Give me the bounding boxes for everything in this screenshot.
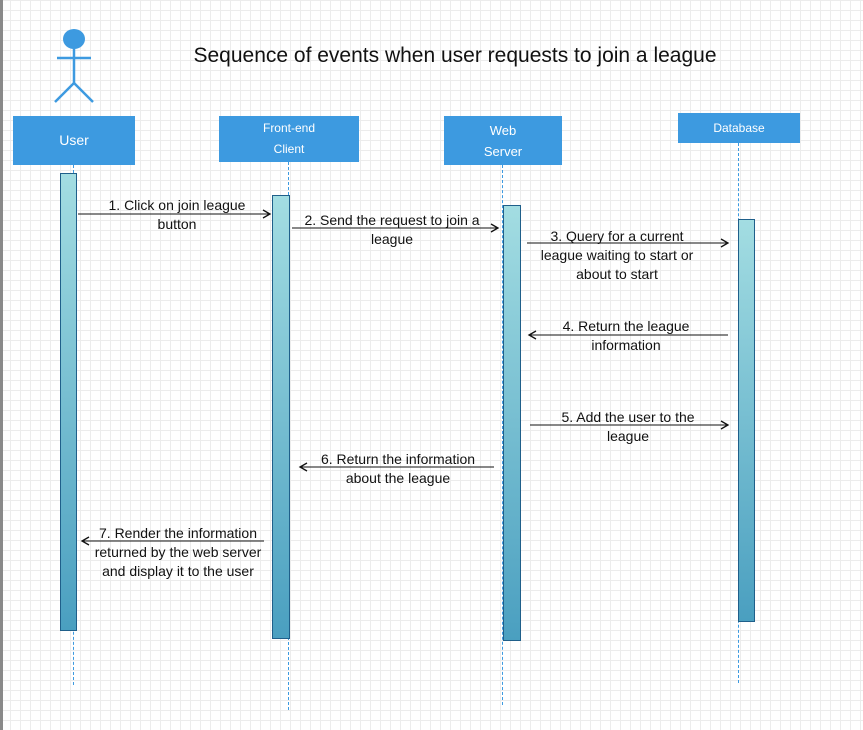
message-1-line1: 1. Click on join league — [108, 197, 246, 213]
message-1-label: 1. Click on join league button — [96, 196, 258, 234]
message-7-line3: and display it to the user — [102, 563, 254, 579]
canvas-left-border — [0, 0, 3, 730]
participant-server[interactable]: Web Server — [444, 116, 562, 165]
message-3-line3: about to start — [576, 266, 658, 282]
message-5-line2: league — [606, 428, 650, 444]
message-2-line2: league — [370, 231, 414, 247]
participant-client[interactable]: Front-end Client — [219, 116, 359, 162]
message-3-line1: 3. Query for a current — [550, 228, 684, 244]
message-4-line1: 4. Return the league — [562, 318, 690, 334]
message-7-label: 7. Render the information returned by th… — [85, 524, 271, 581]
message-2-line1: 2. Send the request to join a — [304, 212, 480, 228]
message-7-line2: returned by the web server — [94, 544, 262, 560]
message-6-line1: 6. Return the information — [320, 451, 476, 467]
message-6-label: 6. Return the information about the leag… — [308, 450, 488, 488]
lifeline-server — [502, 165, 503, 705]
activation-server — [503, 205, 521, 641]
user-stick-figure-icon — [54, 29, 94, 103]
message-6-line2: about the league — [345, 470, 451, 486]
participant-client-label-line2: Client — [273, 142, 305, 156]
participant-server-label-line2: Server — [483, 143, 523, 159]
activation-database — [738, 219, 755, 622]
message-4-label: 4. Return the league information — [540, 317, 712, 355]
activation-client — [272, 195, 290, 639]
message-4-line2: information — [591, 337, 661, 353]
participant-database-label: Database — [713, 120, 765, 135]
message-5-label: 5. Add the user to the league — [540, 408, 716, 446]
participant-client-label-line1: Front-end — [262, 121, 316, 135]
participant-user[interactable]: User — [13, 116, 135, 165]
message-3-label: 3. Query for a current league waiting to… — [527, 227, 707, 284]
participant-database[interactable]: Database — [678, 113, 800, 143]
message-3-line2: league waiting to start or — [540, 247, 694, 263]
message-7-line1: 7. Render the information — [99, 525, 257, 541]
participant-server-label-line1: Web — [489, 122, 517, 138]
participant-user-label: User — [59, 132, 89, 148]
message-5-line1: 5. Add the user to the — [561, 409, 695, 425]
message-1-line2: button — [157, 216, 197, 232]
diagram-title: Sequence of events when user requests to… — [193, 44, 717, 67]
message-2-label: 2. Send the request to join a league — [293, 211, 491, 249]
activation-user — [60, 173, 77, 631]
